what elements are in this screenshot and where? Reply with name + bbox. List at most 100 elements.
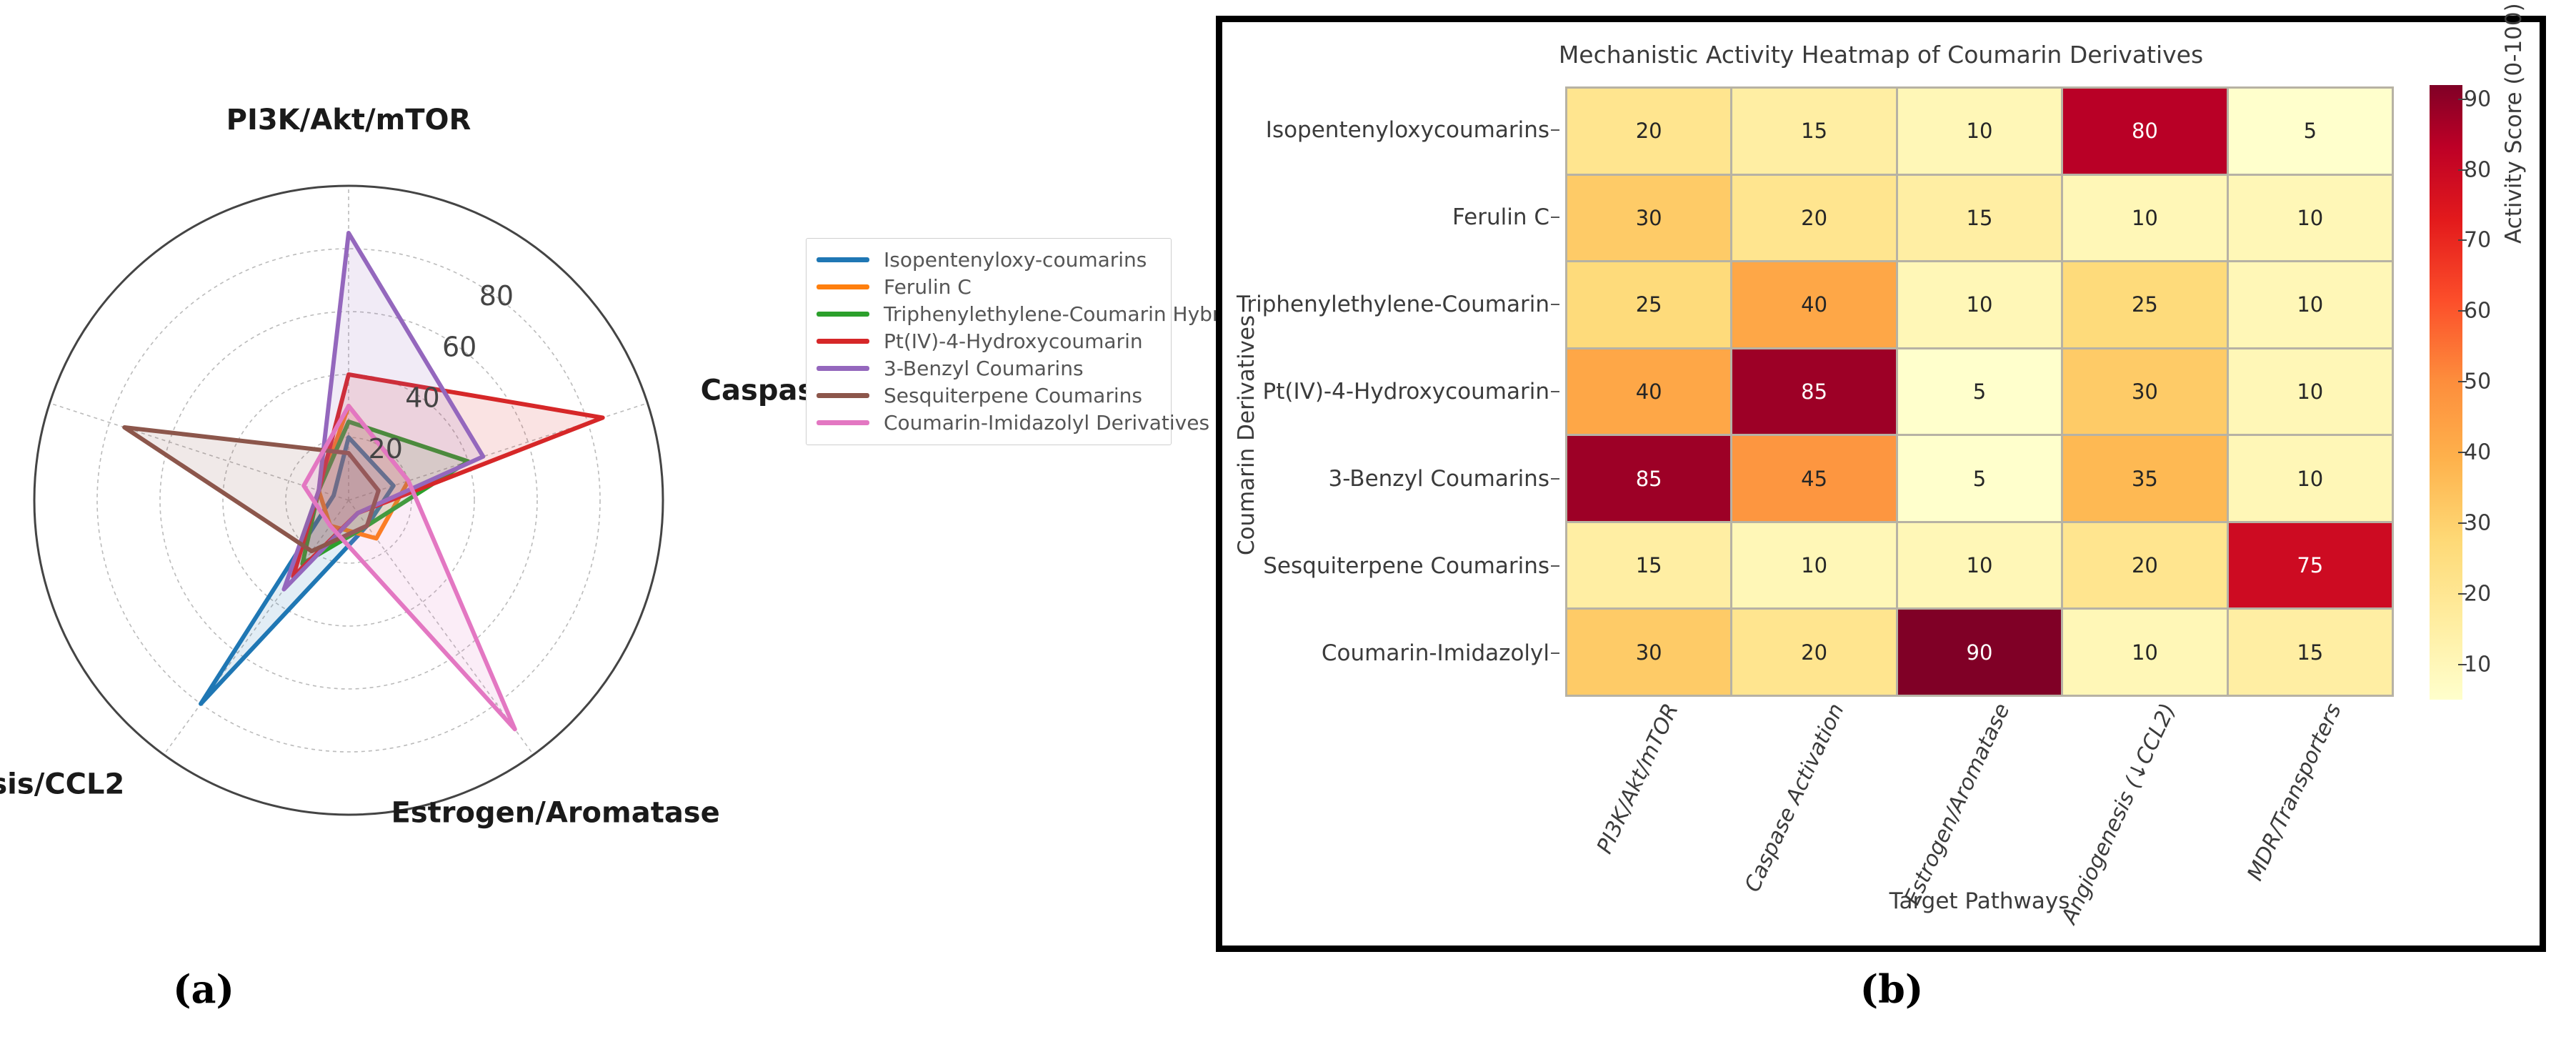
radar-r-tick-label: 60	[442, 331, 476, 362]
legend-item[interactable]: 3-Benzyl Coumarins	[817, 354, 1161, 382]
colorbar-tick-label: 40	[2464, 440, 2492, 465]
radar-grid-circle	[222, 374, 475, 627]
heatmap-cell: 90	[1897, 610, 2062, 695]
heatmap-cell: 10	[1732, 522, 1896, 608]
heatmap-column-label: Caspase Activation	[1739, 700, 1849, 896]
legend-item-label: 3-Benzyl Coumarins	[884, 356, 1084, 380]
heatmap-cell: 15	[1897, 175, 2062, 261]
legend-item[interactable]: Coumarin-Imidazolyl Derivatives	[817, 409, 1209, 436]
colorbar-tick-label: 90	[2464, 86, 2492, 112]
caption-a: (a)	[172, 966, 235, 1012]
heatmap-cell: 40	[1732, 262, 1896, 347]
heatmap-cell: 15	[2228, 610, 2392, 695]
legend-color-swatch	[817, 392, 869, 398]
radar-line-isopentenyloxy-coumarins	[199, 435, 396, 706]
heatmap-cell: 5	[1897, 436, 2062, 521]
colorbar-tick-mark	[2458, 592, 2467, 595]
heatmap-frame: Mechanistic Activity Heatmap of Coumarin…	[1216, 3, 2546, 952]
legend-item[interactable]: Sesquiterpene Coumarins	[817, 382, 1161, 409]
radar-r-tick-label: 20	[369, 433, 403, 465]
colorbar-tick-label: 60	[2464, 298, 2492, 324]
heatmap-row-label: 3-Benzyl Coumarins	[1262, 435, 1561, 522]
heatmap-cell: 75	[2228, 522, 2392, 608]
row-tick-mark	[1551, 391, 1559, 392]
heatmap-row-label: Isopentenyloxycoumarins	[1262, 86, 1561, 174]
legend-item[interactable]: Pt(IV)-4-Hydroxycoumarin	[817, 327, 1161, 354]
row-tick-mark	[1551, 217, 1559, 218]
heatmap-cell: 5	[2228, 89, 2392, 174]
radar-r-tick-label: 80	[479, 280, 514, 312]
heatmap-cell: 10	[2063, 610, 2227, 695]
heatmap-cell: 15	[1732, 89, 1896, 174]
colorbar-tick-mark	[2458, 310, 2467, 312]
colorbar-tick-label: 70	[2464, 227, 2492, 253]
heatmap-cell: 10	[2228, 349, 2392, 435]
heatmap-row-label: Triphenylethylene-Coumarin	[1237, 261, 1561, 348]
heatmap-title: Mechanistic Activity Heatmap of Coumarin…	[1558, 41, 2204, 69]
row-tick-mark	[1551, 129, 1559, 131]
heatmap-cell: 45	[1732, 436, 1896, 521]
panel-b-heatmap: Mechanistic Activity Heatmap of Coumarin…	[1207, 0, 2576, 1062]
legend-item[interactable]: Isopentenyloxy-coumarins	[817, 246, 1161, 273]
row-tick-mark	[1551, 565, 1559, 567]
heatmap-cell: 20	[1567, 89, 1731, 174]
heatmap-column-label: PI3K/Akt/mTOR	[1592, 700, 1684, 858]
heatmap-body: Mechanistic Activity Heatmap of Coumarin…	[1222, 3, 2540, 946]
legend-item-label: Isopentenyloxy-coumarins	[884, 247, 1147, 272]
heatmap-cell: 10	[2228, 262, 2392, 347]
heatmap-cell: 20	[2063, 522, 2227, 608]
radar-spoke	[348, 500, 534, 755]
legend-item-label: Triphenylethylene-Coumarin Hybrids	[884, 302, 1249, 326]
colorbar-tick-mark	[2458, 98, 2467, 100]
radar-axis-label: Angiogenesis/CCL2	[0, 768, 124, 801]
heatmap-cell: 40	[1567, 349, 1731, 435]
legend-color-swatch	[817, 365, 869, 371]
heatmap-cell: 85	[1567, 436, 1731, 521]
heatmap-cell: 15	[1567, 522, 1731, 608]
radar-outer-circle	[33, 184, 664, 816]
heatmap-y-axis-title: Coumarin Derivatives	[1234, 314, 1259, 556]
heatmap-row-label: Coumarin-Imidazolyl	[1262, 610, 1561, 697]
legend-item[interactable]: Ferulin C	[817, 273, 1161, 300]
legend-color-swatch	[817, 420, 869, 425]
row-tick-mark	[1551, 478, 1559, 480]
heatmap-cell: 30	[1567, 610, 1731, 695]
heatmap-cell: 30	[1567, 175, 1731, 261]
caption-b: (b)	[1859, 966, 1924, 1012]
heatmap-cell: 25	[2063, 262, 2227, 347]
heatmap-cell: 85	[1732, 349, 1896, 435]
heatmap-cell: 80	[2063, 89, 2227, 174]
radar-r-tick-label: 40	[405, 382, 439, 414]
colorbar-tick-mark	[2458, 169, 2467, 171]
radar-area-sesquiterpene-coumarins	[124, 427, 379, 552]
colorbar-title: Activity Score (0-100)	[2501, 3, 2527, 244]
legend-item-label: Ferulin C	[884, 274, 972, 299]
legend-item-label: Sesquiterpene Coumarins	[884, 383, 1142, 407]
colorbar-tick-label: 80	[2464, 157, 2492, 183]
heatmap-column-label: MDR/Transporters	[2242, 700, 2347, 885]
heatmap-cell: 10	[1897, 89, 2062, 174]
colorbar-tick-label: 10	[2464, 652, 2492, 678]
colorbar-tick-mark	[2458, 663, 2467, 665]
radar-spoke	[49, 402, 349, 501]
heatmap-cell: 10	[1897, 522, 2062, 608]
legend-color-swatch	[817, 257, 869, 262]
colorbar-tick-mark	[2458, 239, 2467, 242]
radar-spoke	[348, 402, 648, 501]
legend-item-label: Pt(IV)-4-Hydroxycoumarin	[884, 329, 1143, 353]
heatmap-x-axis-title: Target Pathways	[1889, 888, 2070, 914]
heatmap-cell: 10	[1897, 262, 2062, 347]
heatmap-cell: 10	[2228, 436, 2392, 521]
colorbar-tick-mark	[2458, 381, 2467, 383]
radar-axis-label: PI3K/Akt/mTOR	[226, 104, 471, 137]
legend-item[interactable]: Triphenylethylene-Coumarin Hybrids	[817, 300, 1249, 327]
heatmap-cell: 20	[1732, 175, 1896, 261]
heatmap-cell: 20	[1732, 610, 1896, 695]
